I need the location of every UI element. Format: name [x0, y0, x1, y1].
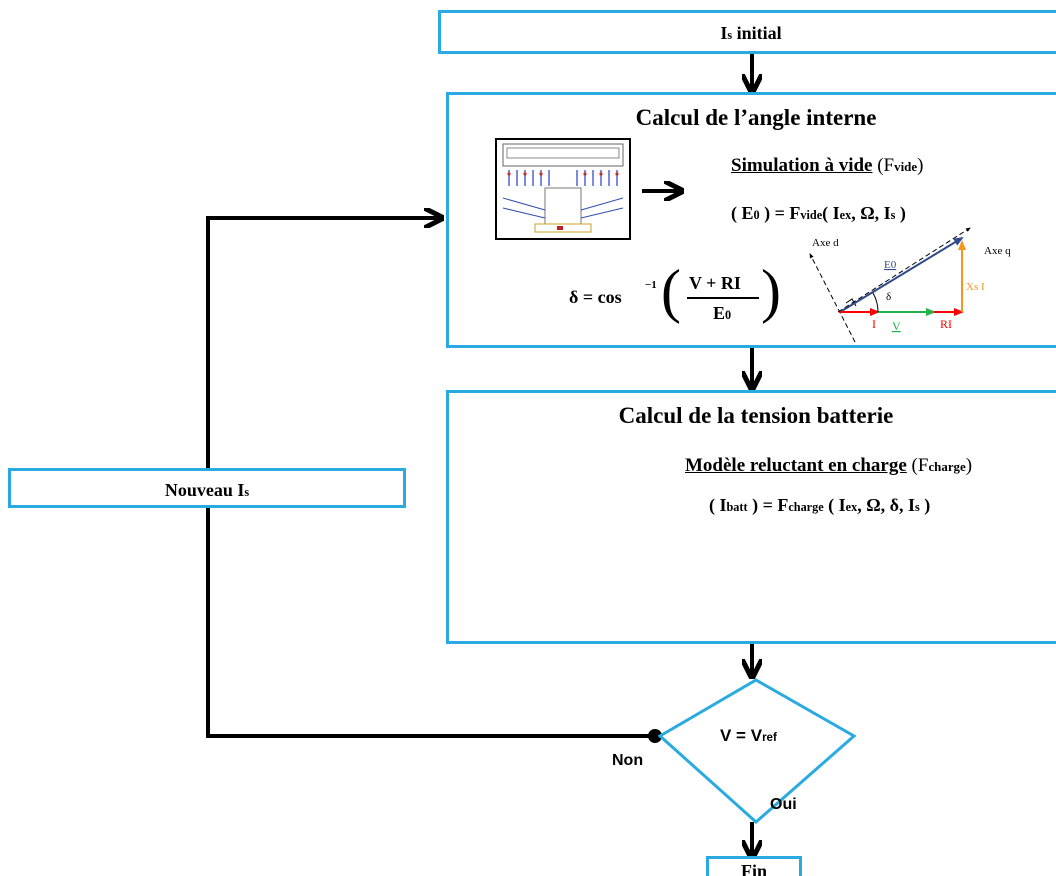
label-v: V	[892, 319, 901, 333]
right-paren: )	[761, 258, 781, 324]
delta-denominator: E0	[713, 303, 732, 323]
simulation-label: Simulation à vide (Fvide)	[731, 155, 924, 176]
delta-lhs: δ = cos	[569, 287, 622, 307]
label-delta: δ	[886, 291, 891, 303]
ibatt-equation: ( Ibatt ) = Fcharge ( Iex, Ω, δ, Is )	[709, 495, 931, 515]
decision-diamond	[657, 678, 857, 825]
axe-d-line	[809, 253, 856, 343]
branch-no-label: Non	[612, 752, 644, 769]
loop-line	[206, 508, 656, 738]
end-label: Fin	[740, 861, 767, 876]
e0-vector	[839, 236, 964, 313]
label-ri: RI	[940, 317, 952, 331]
delta-exp: −1	[645, 279, 657, 291]
battery-box: Calcul de la tension batterie Modèle rel…	[446, 390, 1056, 644]
junction-dot	[648, 729, 662, 743]
new-is-box: Nouveau Is	[8, 468, 406, 508]
loop-return-arrow	[206, 218, 440, 468]
branch-yes-label: Oui	[770, 796, 797, 813]
label-i: I	[872, 317, 876, 331]
start-label: Is initial	[720, 23, 782, 43]
new-is-label: Nouveau Is	[164, 480, 250, 500]
end-box: Fin	[706, 856, 802, 876]
eo-equation: ( E0 ) = Fvide( Iex, Ω, Is )	[731, 203, 906, 223]
angle-title: Calcul de l’angle interne	[635, 105, 877, 130]
label-xsi: Xs I	[966, 281, 985, 293]
model-label: Modèle reluctant en charge (Fcharge)	[685, 455, 973, 476]
label-axe-d: Axe d	[812, 237, 839, 249]
fraction-bar	[687, 297, 759, 299]
delta-numerator: V + RI	[689, 273, 741, 293]
battery-title: Calcul de la tension batterie	[618, 403, 894, 428]
delta-arc	[872, 292, 879, 313]
decision-label: V = Vref	[720, 726, 777, 745]
label-e0: E0	[884, 259, 897, 271]
left-paren: (	[661, 258, 681, 324]
axe-q-line	[837, 227, 971, 313]
circuit-thumbnail-1	[495, 138, 631, 240]
start-box: Is initial	[438, 10, 1056, 54]
label-axe-q: Axe q	[984, 245, 1011, 257]
